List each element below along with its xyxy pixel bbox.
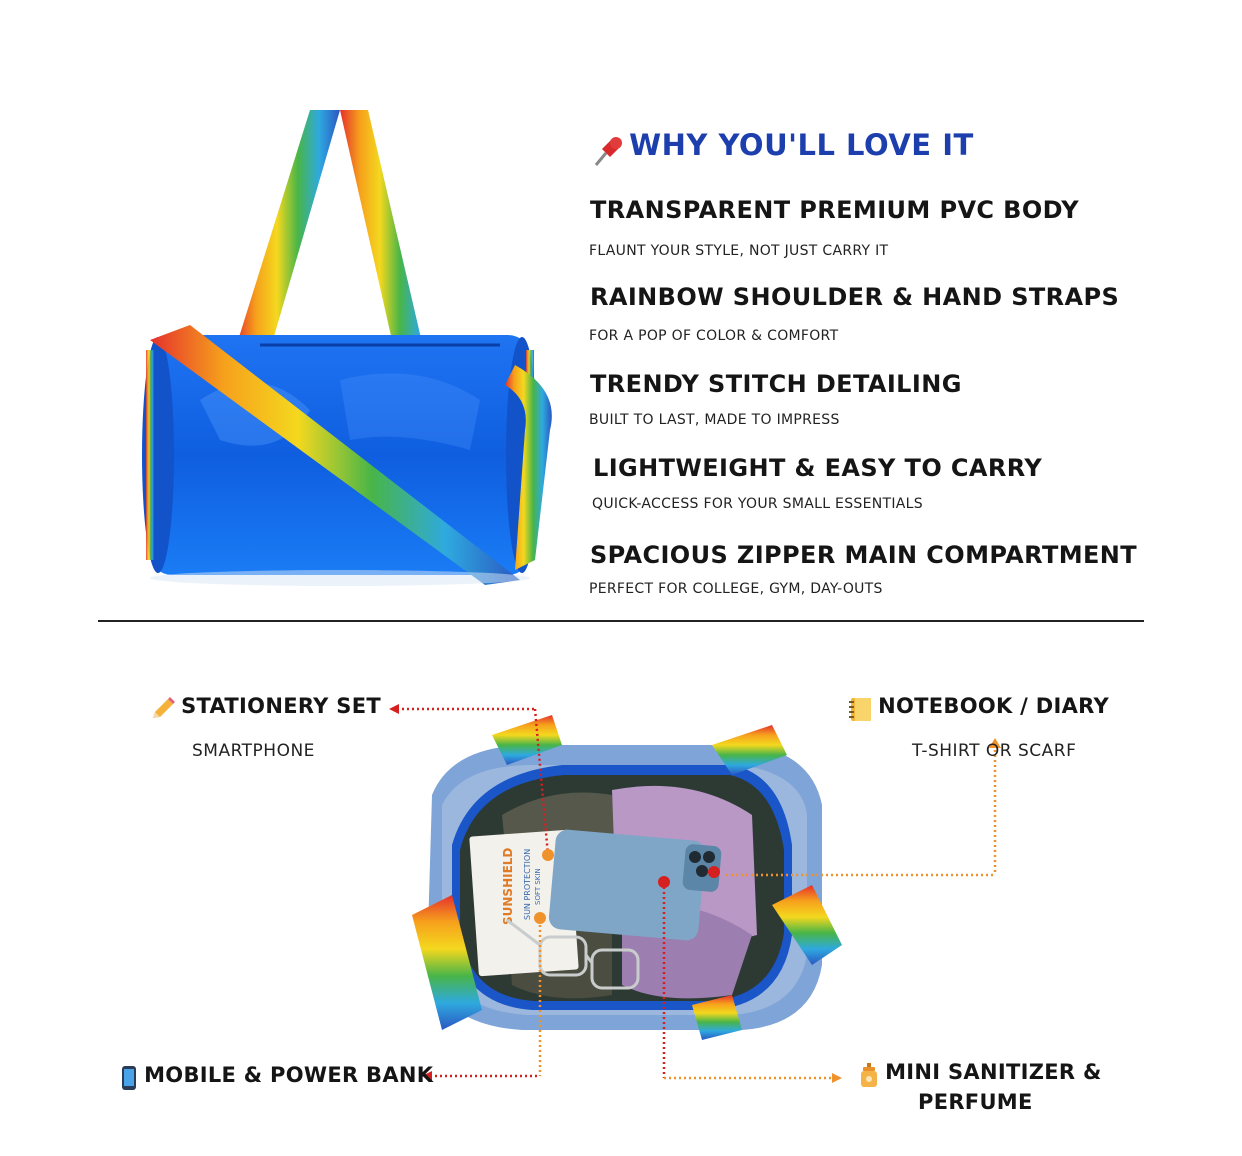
mobile-label: MOBILE & POWER BANK (144, 1063, 434, 1087)
notebook-icon (847, 696, 873, 722)
feature-title: LIGHTWEIGHT & EASY TO CARRY (593, 454, 1043, 482)
notebook-sublabel: T-SHIRT OR SCARF (912, 741, 1077, 761)
pencil-icon (150, 696, 176, 721)
feature-title: RAINBOW SHOULDER & HAND STRAPS (590, 283, 1120, 311)
feature-title: TRENDY STITCH DETAILING (590, 370, 962, 398)
feature-subtitle: BUILT TO LAST, MADE TO IMPRESS (589, 412, 840, 428)
sanitizer-arrow (832, 1073, 842, 1083)
sanitizer-label-line2: PERFUME (918, 1089, 1033, 1114)
bag-top-view-image: SUNSHIELD SUN PROTECTION SOFT SKIN (412, 715, 842, 1040)
bag-side-view-image (142, 110, 552, 586)
product-line-text: SOFT SKIN (534, 868, 542, 905)
stationery-arrow (389, 704, 399, 714)
stationery-callout: STATIONERY SET (150, 694, 381, 721)
lotion-bottle-icon (858, 1062, 880, 1088)
sanitizer-callout: MINI SANITIZER & PERFUME (858, 1060, 1102, 1114)
section-heading: WHY YOU'LL LOVE IT (629, 128, 974, 162)
feature-subtitle: QUICK-ACCESS FOR YOUR SMALL ESSENTIALS (592, 496, 923, 512)
sanitizer-label-line1: MINI SANITIZER & (885, 1060, 1102, 1084)
product-line-text: SUN PROTECTION (523, 849, 532, 920)
section-divider (98, 620, 1144, 622)
pushpin-icon (592, 135, 624, 167)
love-it-header: WHY YOU'LL LOVE IT (592, 128, 974, 167)
feature-subtitle: FLAUNT YOUR STYLE, NOT JUST CARRY IT (589, 243, 889, 259)
feature-title: SPACIOUS ZIPPER MAIN COMPARTMENT (590, 541, 1138, 569)
mobile-phone-icon (119, 1065, 139, 1091)
stationery-sublabel: SMARTPHONE (192, 741, 315, 761)
product-brand-text: SUNSHIELD (501, 848, 515, 925)
stationery-label: STATIONERY SET (181, 694, 381, 718)
feature-subtitle: FOR A POP OF COLOR & COMFORT (589, 328, 839, 344)
feature-title: TRANSPARENT PREMIUM PVC BODY (590, 196, 1080, 224)
mobile-callout: MOBILE & POWER BANK (119, 1063, 433, 1091)
notebook-callout: NOTEBOOK / DIARY (847, 694, 1109, 722)
notebook-label: NOTEBOOK / DIARY (878, 694, 1109, 718)
feature-subtitle: PERFECT FOR COLLEGE, GYM, DAY-OUTS (589, 581, 883, 597)
